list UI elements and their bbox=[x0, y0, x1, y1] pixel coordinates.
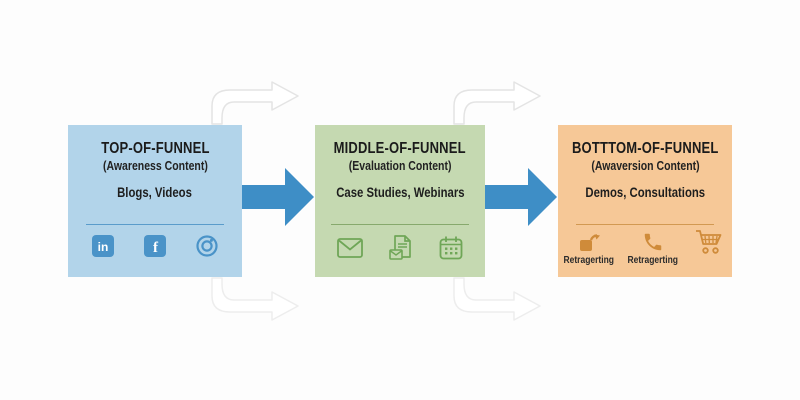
retargeting-label: Retragerting bbox=[627, 255, 679, 266]
calendar-icon bbox=[439, 236, 463, 260]
phone-icon bbox=[644, 233, 662, 251]
icon-row: in f bbox=[68, 235, 242, 257]
flow-arrow-2-icon bbox=[485, 168, 557, 226]
retargeting-icon bbox=[580, 234, 600, 251]
divider bbox=[576, 224, 714, 225]
stage-title: MIDDLE-OF-FUNNEL bbox=[333, 140, 467, 157]
icon-cell: Retragerting bbox=[625, 231, 681, 267]
icon-cell bbox=[689, 229, 729, 269]
stage-title: TOP-OF-FUNNEL bbox=[100, 140, 210, 157]
icon-row bbox=[315, 235, 485, 261]
icon-cell: Retragerting bbox=[561, 231, 617, 267]
stage-middle-of-funnel: MIDDLE-OF-FUNNEL (Evaluation Content) Ca… bbox=[315, 125, 485, 277]
ghost-arrow-bottom-left-icon bbox=[211, 277, 299, 321]
ghost-arrow-top-left-icon bbox=[211, 81, 299, 125]
cart-icon bbox=[696, 230, 722, 254]
svg-text:f: f bbox=[153, 240, 159, 256]
icon-row: Retragerting Retragerting bbox=[558, 229, 732, 269]
stage-top-of-funnel: TOP-OF-FUNNEL (Awareness Content) Blogs,… bbox=[68, 125, 242, 277]
svg-text:in: in bbox=[98, 240, 109, 254]
stage-title: BOTTTOM-OF-FUNNEL bbox=[571, 140, 719, 157]
flow-arrow-1-icon bbox=[242, 168, 314, 226]
email-icon bbox=[337, 238, 363, 258]
retargeting-label: Retragerting bbox=[563, 255, 615, 266]
divider bbox=[86, 224, 224, 225]
stage-subtitle: (Evaluation Content) bbox=[348, 159, 452, 173]
stage-content-types: Blogs, Videos bbox=[117, 185, 193, 200]
linkedin-icon: in bbox=[92, 235, 114, 257]
ghost-arrow-bottom-right-icon bbox=[453, 277, 541, 321]
stage-content-types: Case Studies, Webinars bbox=[335, 185, 465, 200]
stage-subtitle: (Awaversion Content) bbox=[590, 159, 700, 173]
stage-bottom-of-funnel: BOTTTOM-OF-FUNNEL (Awaversion Content) D… bbox=[558, 125, 732, 277]
facebook-icon: f bbox=[144, 235, 166, 257]
stage-subtitle: (Awareness Content) bbox=[102, 159, 208, 173]
divider bbox=[331, 224, 469, 225]
ghost-arrow-top-right-icon bbox=[453, 81, 541, 125]
stage-content-types: Demos, Consultations bbox=[585, 185, 705, 200]
instagram-icon bbox=[196, 235, 218, 257]
document-icon bbox=[389, 235, 411, 260]
